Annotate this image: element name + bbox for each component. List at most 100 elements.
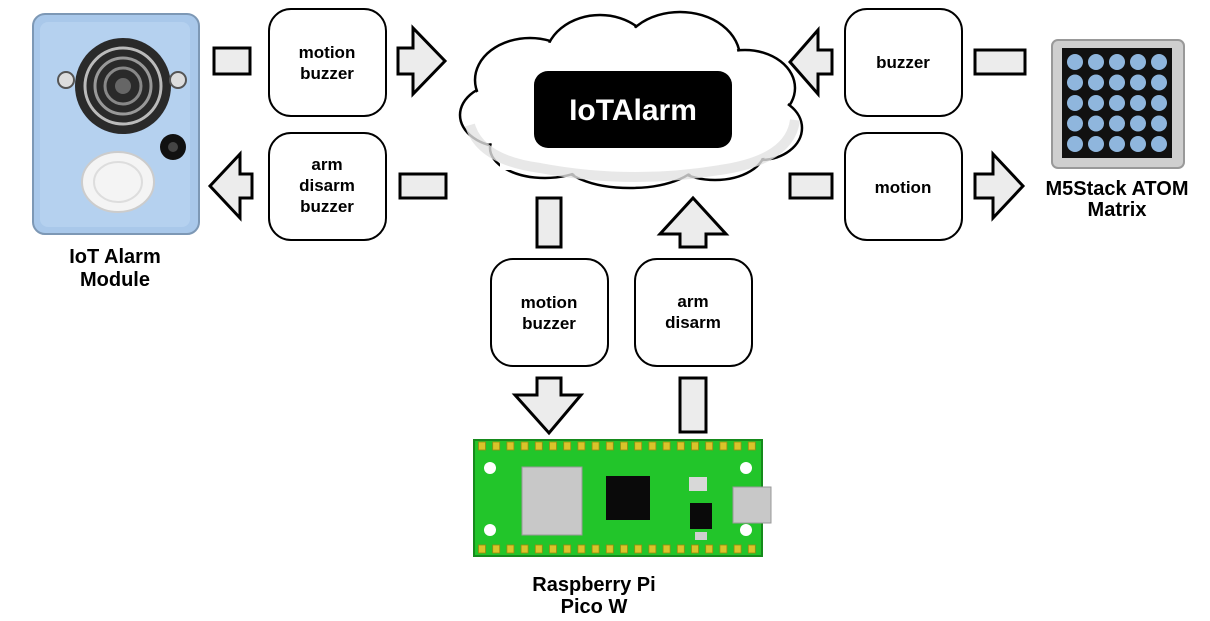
pico-pin (478, 544, 486, 554)
pico-pin (705, 544, 714, 554)
arrow-cloud-to-module (207, 150, 448, 222)
pico-pin (520, 544, 529, 554)
cloud-label: IoTAlarm (569, 94, 697, 127)
matrix-led (1151, 115, 1167, 132)
matrix-led (1130, 136, 1146, 152)
msg-text: buzzer (876, 53, 930, 72)
msg-text: arm (677, 292, 708, 311)
matrix-led (1109, 95, 1125, 111)
pico-pin (648, 441, 657, 451)
atom-matrix-label-line2: Matrix (1088, 199, 1147, 221)
pico-pin (506, 544, 515, 554)
pico-pin (534, 544, 543, 554)
matrix-led (1088, 115, 1104, 132)
matrix-led (1151, 95, 1167, 111)
pico-pin (691, 441, 699, 451)
pico-pin (506, 441, 515, 451)
pico-pin (478, 441, 486, 451)
pico-pin (549, 441, 557, 451)
cloud: IoTAlarm (458, 10, 804, 190)
pico-label-line1: Raspberry Pi (532, 574, 655, 596)
matrix-led (1067, 136, 1083, 152)
msg-text: disarm (665, 313, 721, 332)
arrow-cloud-to-pico (511, 196, 585, 436)
pico-pin (534, 441, 543, 451)
pico-pin (719, 544, 728, 554)
matrix-led (1067, 54, 1083, 70)
pico-pin (676, 544, 685, 554)
arrow-cloud-to-matrix (788, 150, 1026, 222)
msg-text: arm (311, 155, 342, 174)
matrix-led (1109, 74, 1125, 91)
arrow-pico-to-cloud (656, 195, 730, 434)
pico-pin (705, 441, 714, 451)
cloud-label-box (534, 71, 732, 148)
pico-pin (676, 441, 685, 451)
message-box-matrix-to-cloud: buzzer (844, 8, 963, 117)
msg-text: buzzer (522, 314, 576, 333)
pico-pin (733, 544, 742, 554)
pico-pin (591, 544, 600, 554)
msg-text: motion (299, 43, 356, 62)
pico-pin (662, 441, 671, 451)
matrix-led (1130, 74, 1146, 91)
pico-pin (733, 441, 742, 451)
pico-pin (620, 441, 628, 451)
pico-pins-top (478, 441, 756, 451)
pico-pin (634, 441, 643, 451)
matrix-led (1067, 74, 1083, 91)
led-grid (1067, 54, 1167, 152)
arrow-matrix-to-cloud (788, 26, 1027, 98)
pico-pin (634, 544, 643, 554)
alarm-module-label-line1: IoT Alarm (69, 246, 161, 268)
pico-pins-bottom (478, 544, 756, 554)
msg-text: disarm (299, 176, 355, 195)
matrix-led (1088, 136, 1104, 152)
pico-label-line2: Pico W (561, 596, 628, 618)
matrix-led (1109, 115, 1125, 132)
pico-pin (520, 441, 529, 451)
pico-pin (549, 544, 557, 554)
atom-matrix-label-line1: M5Stack ATOM (1046, 178, 1189, 200)
msg-text: motion (875, 178, 932, 197)
matrix-led (1130, 54, 1146, 70)
matrix-led (1130, 95, 1146, 111)
pico-pin (577, 544, 586, 554)
matrix-led (1088, 95, 1104, 111)
arrow-module-to-cloud (212, 24, 448, 98)
matrix-led (1067, 115, 1083, 132)
message-box-cloud-to-module: arm disarm buzzer (268, 132, 387, 241)
matrix-led (1130, 115, 1146, 132)
pico-pin (620, 544, 628, 554)
pico-w-image: Raspberry Pi Pico W (473, 439, 772, 618)
pico-pin (591, 441, 600, 451)
matrix-led (1151, 136, 1167, 152)
iot-alarm-module-image: IoT Alarm Module (32, 13, 200, 291)
matrix-led (1109, 136, 1125, 152)
message-box-pico-to-cloud: arm disarm (634, 258, 753, 367)
pico-pin (605, 544, 614, 554)
msg-text: buzzer (300, 64, 354, 83)
pico-pin (747, 441, 756, 451)
matrix-led (1088, 54, 1104, 70)
pico-pin (648, 544, 657, 554)
matrix-led (1151, 54, 1167, 70)
alarm-module-label-line2: Module (80, 269, 150, 291)
atom-matrix-image: M5Stack ATOM Matrix (1046, 39, 1189, 221)
matrix-led (1067, 95, 1083, 111)
matrix-led (1088, 74, 1104, 91)
message-box-cloud-to-matrix: motion (844, 132, 963, 241)
pico-pin (691, 544, 699, 554)
pico-pin (492, 544, 501, 554)
pico-pin (747, 544, 756, 554)
message-box-module-to-cloud: motion buzzer (268, 8, 387, 117)
message-box-cloud-to-pico: motion buzzer (490, 258, 609, 367)
pico-pin (563, 544, 572, 554)
msg-text: motion (521, 293, 578, 312)
msg-text: buzzer (300, 197, 354, 216)
pico-pin (662, 544, 671, 554)
pico-pin (492, 441, 501, 451)
matrix-led (1109, 54, 1125, 70)
pico-pin (563, 441, 572, 451)
